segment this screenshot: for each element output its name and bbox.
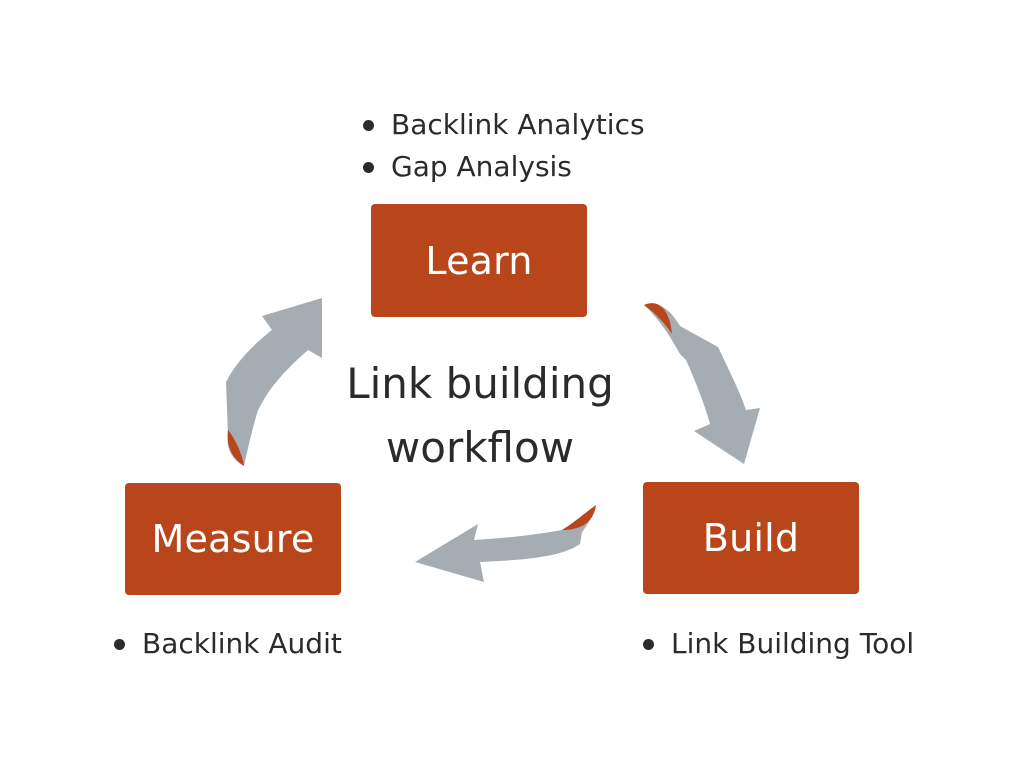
build-tools-list: Link Building Tool — [641, 623, 914, 665]
diagram-title: Link building workflow — [320, 352, 640, 480]
diagram-title-line-2: workflow — [385, 423, 575, 472]
measure-tool-item: Backlink Audit — [112, 623, 342, 665]
measure-stage-label: Measure — [151, 517, 315, 561]
learn-stage-box: Learn — [371, 204, 587, 317]
build-tool-item: Link Building Tool — [641, 623, 914, 665]
curved-arrow-left-icon — [415, 505, 596, 582]
learn-tool-item: Gap Analysis — [361, 146, 645, 188]
curved-arrow-down-right-icon — [644, 303, 760, 464]
measure-stage-box: Measure — [125, 483, 341, 595]
learn-tool-item: Backlink Analytics — [361, 104, 645, 146]
measure-tools-list: Backlink Audit — [112, 623, 342, 665]
learn-stage-label: Learn — [425, 238, 533, 283]
curved-arrow-up-right-icon — [226, 298, 322, 466]
diagram-title-line-1: Link building — [346, 359, 614, 408]
build-stage-label: Build — [702, 516, 800, 560]
learn-tools-list: Backlink Analytics Gap Analysis — [361, 104, 645, 188]
build-stage-box: Build — [643, 482, 859, 594]
